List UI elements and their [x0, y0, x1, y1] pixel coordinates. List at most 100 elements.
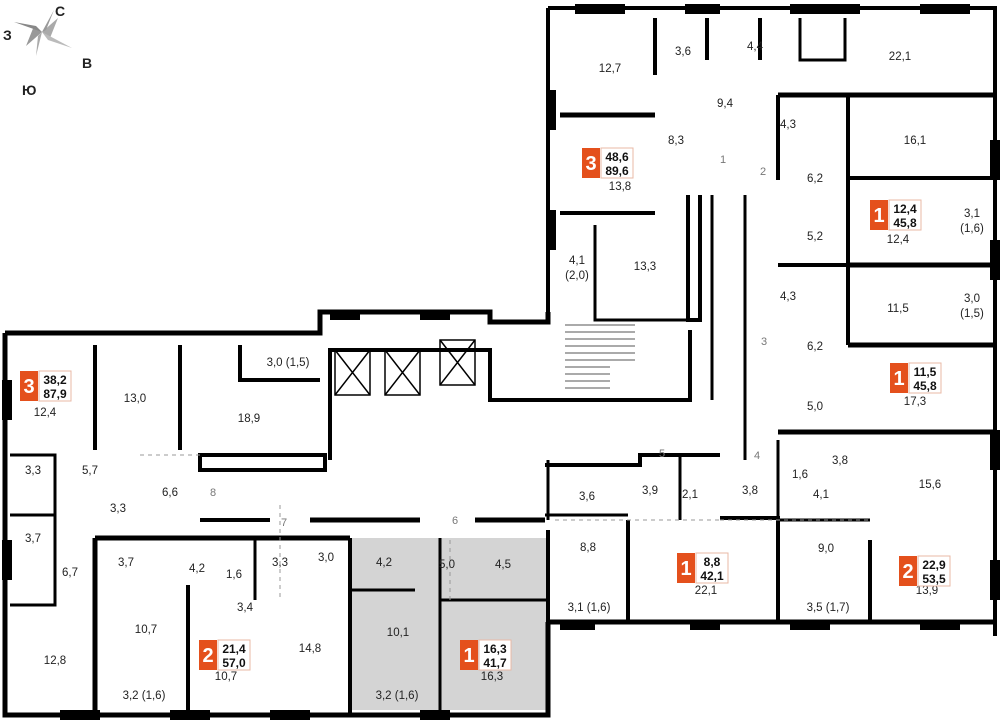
badge-living-area: 11,5: [914, 365, 937, 379]
room-area: (1,5): [960, 308, 984, 320]
room-area: 4,1: [813, 489, 829, 501]
room-area: 4,3: [780, 119, 796, 131]
badge-box: [38, 370, 72, 402]
badge-square: [890, 363, 908, 393]
room-area: 5,2: [807, 231, 823, 243]
badge-total-area: 53,5: [922, 572, 946, 586]
room-area: 22,1: [695, 585, 717, 597]
corridor-number: 1: [720, 154, 726, 166]
room-area: 3,7: [25, 533, 41, 545]
corridor-lines: [140, 454, 870, 600]
corridor-number: 3: [761, 336, 767, 348]
compass-south: Ю: [22, 82, 36, 98]
room-area: 12,8: [44, 655, 66, 667]
room-area: 13,3: [634, 261, 656, 273]
room-area: 3,9: [642, 485, 658, 497]
room-area: 3,4: [237, 602, 254, 614]
room-area: 13,8: [609, 181, 631, 193]
badge-total-area: 45,8: [893, 216, 917, 230]
room-area: 5,0: [439, 559, 455, 571]
badge-box: [478, 639, 512, 671]
room-area: 3,8: [742, 485, 758, 497]
room-area: 3,5 (1,7): [807, 602, 850, 614]
badge-box: [888, 199, 922, 231]
badge-box: [917, 555, 951, 587]
room-area: 8,3: [668, 135, 684, 147]
badge-total-area: 57,0: [222, 656, 246, 670]
room-area: 3,7: [118, 557, 134, 569]
room-area: 6,2: [807, 173, 823, 185]
badge-square: [870, 200, 888, 230]
room-area: 1,6: [792, 469, 808, 481]
badge-room-count: 1: [463, 645, 474, 667]
badge-square: [677, 553, 695, 583]
badge-living-area: 21,4: [222, 642, 246, 656]
room-area: 3,2 (1,6): [123, 690, 166, 702]
room-area: 3,1 (1,6): [568, 602, 611, 614]
room-area: 6,2: [807, 341, 823, 353]
corridor-number: 7: [281, 517, 287, 529]
room-area: 3,3: [272, 557, 288, 569]
room-area: 12,7: [599, 63, 621, 75]
room-area: 13,0: [124, 393, 146, 405]
badge-box: [600, 147, 634, 179]
room-area: 6,7: [62, 567, 78, 579]
compass-east: В: [82, 55, 92, 71]
room-area: 22,1: [889, 51, 911, 63]
badge-living-area: 16,3: [483, 642, 507, 656]
room-area: 10,7: [215, 671, 237, 683]
badge-square: [899, 556, 917, 586]
badge-total-area: 89,6: [605, 164, 629, 178]
badge-total-area: 42,1: [700, 569, 724, 583]
room-area: 3,0: [318, 552, 334, 564]
corridor-number: 5: [659, 448, 665, 460]
badge-living-area: 48,6: [605, 150, 629, 164]
room-labels: 12,7 3,6 4,4 22,1 9,4 8,3 13,8 4,3 16,1 …: [25, 41, 984, 702]
badge-total-area: 41,7: [483, 656, 507, 670]
badge-square: [460, 640, 478, 670]
room-area: 16,1: [904, 135, 926, 147]
room-area: 18,9: [238, 413, 260, 425]
badge-room-count: 1: [680, 558, 691, 580]
corridor-number: 2: [760, 166, 766, 178]
room-area: 3,2 (1,6): [376, 690, 419, 702]
badge-living-area: 12,4: [893, 202, 917, 216]
badge-box: [695, 552, 729, 584]
badge-room-count: 2: [902, 561, 913, 583]
walls: [2, 4, 1000, 720]
room-area: 5,7: [82, 465, 98, 477]
room-area: 3,3: [25, 465, 41, 477]
room-area: 5,0: [807, 401, 823, 413]
room-area: 3,8: [832, 455, 848, 467]
room-area: 3,6: [675, 46, 691, 58]
badge-total-area: 45,8: [913, 379, 937, 393]
room-area: 13,9: [916, 585, 938, 597]
compass-west: З: [3, 27, 12, 43]
room-area: 15,6: [919, 479, 941, 491]
room-area: 14,8: [299, 643, 321, 655]
room-area: (2,0): [565, 270, 589, 282]
corridor-number: 4: [754, 450, 760, 462]
elevator-shafts: [334, 339, 476, 396]
room-area: 4,1: [569, 255, 585, 267]
apartment-badge: 1 8,842,1: [677, 552, 729, 584]
room-area: 4,2: [189, 563, 205, 575]
room-area: 3,0 (1,5): [267, 357, 310, 369]
corridor-number: 8: [210, 487, 216, 499]
badge-room-count: 2: [202, 645, 213, 667]
apartment-badge: 1 16,341,7: [460, 639, 512, 671]
room-area: 12,4: [887, 234, 910, 246]
room-area: 10,1: [387, 627, 409, 639]
room-area: (1,6): [960, 223, 984, 235]
room-area: 3,3: [110, 503, 126, 515]
room-area: 4,4: [747, 41, 764, 53]
room-area: 8,8: [580, 542, 596, 554]
badge-living-area: 8,8: [704, 555, 721, 569]
badge-box: [908, 362, 942, 394]
room-area: 3,6: [579, 491, 595, 503]
